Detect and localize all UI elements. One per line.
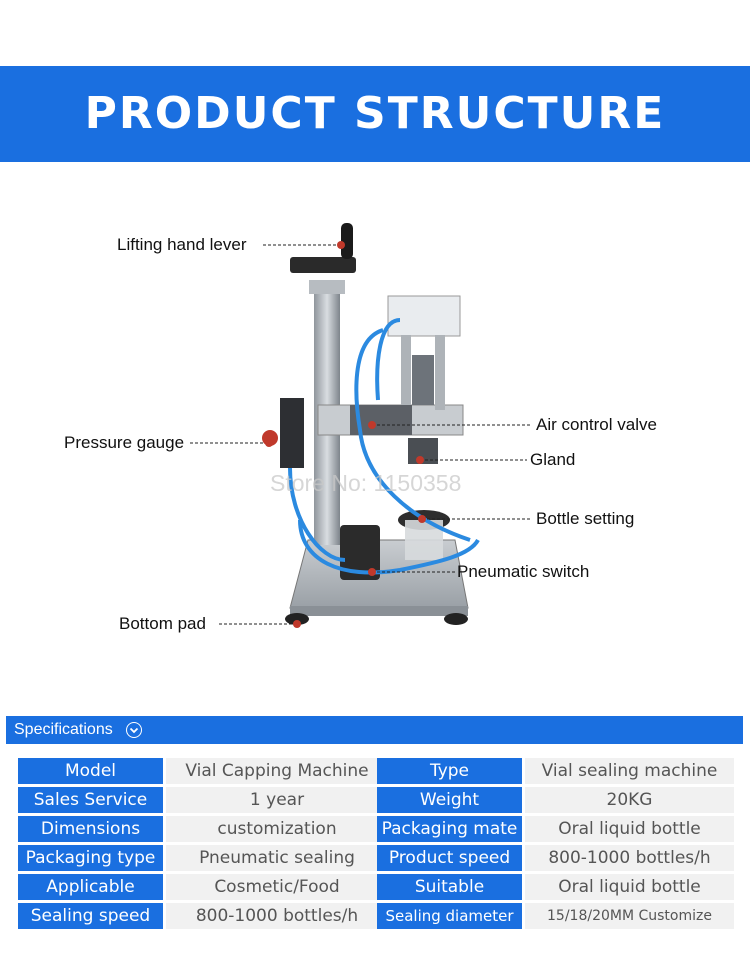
spec-value: Cosmetic/Food [166, 874, 388, 900]
spec-key: Suitable [377, 874, 522, 900]
watermark: Store No: 1150358 [270, 470, 462, 496]
label-air-control-valve: Air control valve [536, 415, 657, 434]
spec-key: Weight [377, 787, 522, 813]
label-lifting-hand-lever: Lifting hand lever [117, 235, 247, 254]
spec-key: Model [18, 758, 163, 784]
header-banner: PRODUCT STRUCTURE [0, 66, 750, 162]
spec-key: Sealing diameter [377, 903, 522, 929]
label-bottom-pad: Bottom pad [119, 614, 206, 633]
spec-key: Sales Service [18, 787, 163, 813]
page-title: PRODUCT STRUCTURE [84, 88, 666, 139]
spec-value: Oral liquid bottle [525, 816, 734, 842]
spec-key: Dimensions [18, 816, 163, 842]
spec-key: Packaging type [18, 845, 163, 871]
spec-key: Type [377, 758, 522, 784]
spec-value: Pneumatic sealing [166, 845, 388, 871]
spec-value: 1 year [166, 787, 388, 813]
spec-key: Packaging mate [377, 816, 522, 842]
label-pressure-gauge: Pressure gauge [64, 433, 185, 452]
chevron-down-icon[interactable] [126, 722, 142, 738]
spec-value: Vial sealing machine [525, 758, 734, 784]
spec-value: Oral liquid bottle [525, 874, 734, 900]
spec-key: Product speed [377, 845, 522, 871]
spec-value: customization [166, 816, 388, 842]
spec-value: 800-1000 bottles/h [166, 903, 388, 929]
label-pneumatic-switch: Pneumatic switch [457, 562, 590, 581]
bottom-pad-part [285, 613, 309, 625]
spec-value: Vial Capping Machine [166, 758, 388, 784]
spec-value: 20KG [525, 787, 734, 813]
product-photo: Lifting hand lever Pressure gauge Air co… [0, 162, 750, 702]
spec-key: Applicable [18, 874, 163, 900]
specifications-title: Specifications [14, 721, 113, 738]
label-gland: Gland [530, 450, 576, 469]
spec-value: 800-1000 bottles/h [525, 845, 734, 871]
specifications-bar[interactable]: Specifications [6, 716, 743, 744]
machine-illustration [190, 223, 532, 628]
spec-value: 15/18/20MM Customize [525, 903, 734, 929]
label-bottle-setting: Bottle setting [536, 509, 635, 528]
spec-key: Sealing speed [18, 903, 163, 929]
